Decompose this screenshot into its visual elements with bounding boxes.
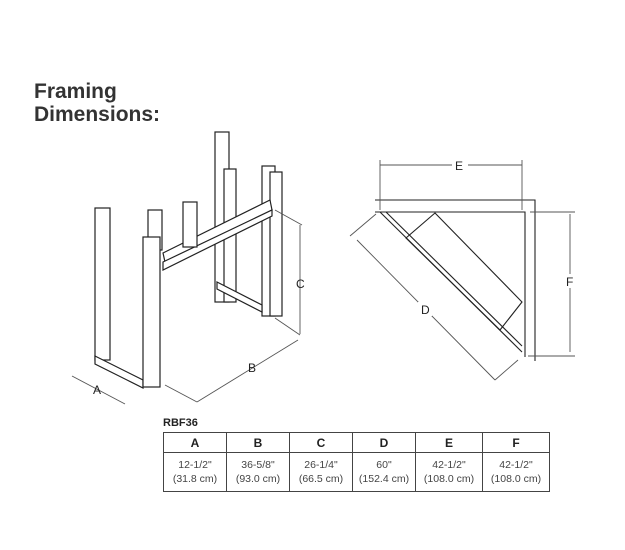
value-cm: (108.0 cm) — [423, 473, 475, 485]
dimension-lines-right — [349, 160, 575, 381]
value-cm: (152.4 cm) — [358, 473, 410, 485]
stud — [269, 171, 283, 317]
value-cm: (66.5 cm) — [298, 473, 344, 485]
value-cm: (31.8 cm) — [172, 473, 218, 485]
dimensions-table: A B C D E F 12-1/2" (31.8 cm) 36-5/8" (93.… — [163, 432, 550, 492]
header-b: B — [226, 432, 290, 453]
value-inches: 42-1/2" — [432, 459, 466, 471]
cell-e: 42-1/2" (108.0 cm) — [415, 452, 483, 492]
header-a: A — [163, 432, 227, 453]
stud — [142, 236, 161, 388]
value-cm: (93.0 cm) — [235, 473, 281, 485]
cell-c: 26-1/4" (66.5 cm) — [289, 452, 353, 492]
dimension-label-e: E — [455, 159, 463, 173]
page-title: Framing Dimensions: — [34, 80, 160, 126]
header-e: E — [415, 432, 483, 453]
value-inches: 12-1/2" — [178, 459, 212, 471]
dimension-label-c: C — [296, 277, 305, 291]
title-line-2: Dimensions: — [34, 103, 161, 126]
header-c: C — [289, 432, 353, 453]
plate — [94, 355, 144, 389]
header-d: D — [352, 432, 416, 453]
table-row: 12-1/2" (31.8 cm) 36-5/8" (93.0 cm) 26-1/4… — [163, 452, 550, 492]
value-inches: 26-1/4" — [304, 459, 338, 471]
title-line-1: Framing — [34, 80, 117, 103]
dimension-label-f: F — [566, 275, 573, 289]
cell-a: 12-1/2" (31.8 cm) — [163, 452, 227, 492]
table-header-row: A B C D E F — [163, 432, 550, 453]
value-inches: 60" — [376, 459, 392, 471]
header-f: F — [482, 432, 550, 453]
dimension-label-b: B — [248, 361, 256, 375]
dimension-label-d: D — [421, 303, 430, 317]
cell-b: 36-5/8" (93.0 cm) — [226, 452, 290, 492]
fireplace-unit — [405, 212, 523, 331]
cell-f: 42-1/2" (108.0 cm) — [482, 452, 550, 492]
corner-plan-diagram — [375, 199, 536, 361]
plate — [216, 281, 263, 313]
cell-d: 60" (152.4 cm) — [352, 452, 416, 492]
value-inches: 42-1/2" — [499, 459, 533, 471]
stud — [182, 201, 198, 248]
value-cm: (108.0 cm) — [490, 473, 542, 485]
dimension-lines-left — [71, 209, 303, 405]
dimension-label-a: A — [93, 383, 101, 397]
stud — [94, 207, 111, 361]
model-label: RBF36 — [163, 417, 198, 429]
framing-isometric-diagram — [94, 131, 283, 389]
value-inches: 36-5/8" — [241, 459, 275, 471]
header-beam — [162, 209, 273, 271]
